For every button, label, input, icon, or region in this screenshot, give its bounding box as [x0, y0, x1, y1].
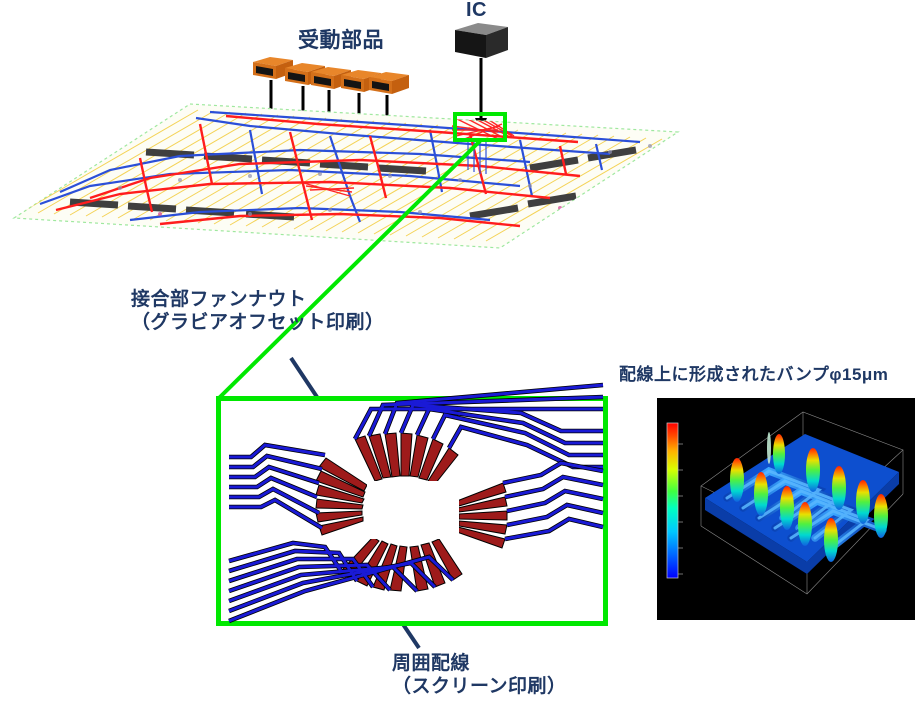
fanout-detail-box: [216, 382, 608, 626]
passive-components-label: 受動部品: [298, 29, 384, 52]
bump-3d-profile-plot: [657, 398, 915, 620]
peripheral-bundle-upper-left-fill: [229, 443, 326, 530]
fanout-callout-label: 接合部ファンナウト （グラビアオフセット印刷）: [131, 288, 385, 334]
ic-mounting-pad: [367, 481, 459, 539]
ic-package: [455, 23, 508, 58]
peripheral-bundle-top-fill: [353, 383, 604, 469]
bump-peaks: [730, 432, 888, 562]
fanout-label-line1: 接合部ファンナウト: [131, 289, 307, 310]
peripheral-wiring-label: 周囲配線 （スクリーン印刷）: [392, 652, 567, 698]
ic-label: IC: [466, 0, 487, 21]
peripheral-bundle-right-fill: [502, 461, 604, 541]
plot-colorbar: [666, 422, 683, 579]
bump-image-title: 配線上に形成されたバンプφ15μm: [619, 365, 889, 384]
fanout-label-line2: （グラビアオフセット印刷）: [131, 312, 385, 334]
bump-surface: [705, 432, 899, 574]
passive-component: [253, 57, 293, 79]
peripheral-bundle-bottom-left-fill: [228, 541, 455, 623]
fanout-traces-red: [315, 432, 508, 592]
passive-component-group: [253, 57, 409, 94]
passive-component: [369, 72, 409, 94]
fanout-detail-drawing: [228, 382, 604, 624]
peripheral-label-line2: （スクリーン印刷）: [392, 676, 567, 698]
pcb-board-perspective: [12, 103, 680, 249]
peripheral-label-line1: 周囲配線: [392, 653, 471, 674]
